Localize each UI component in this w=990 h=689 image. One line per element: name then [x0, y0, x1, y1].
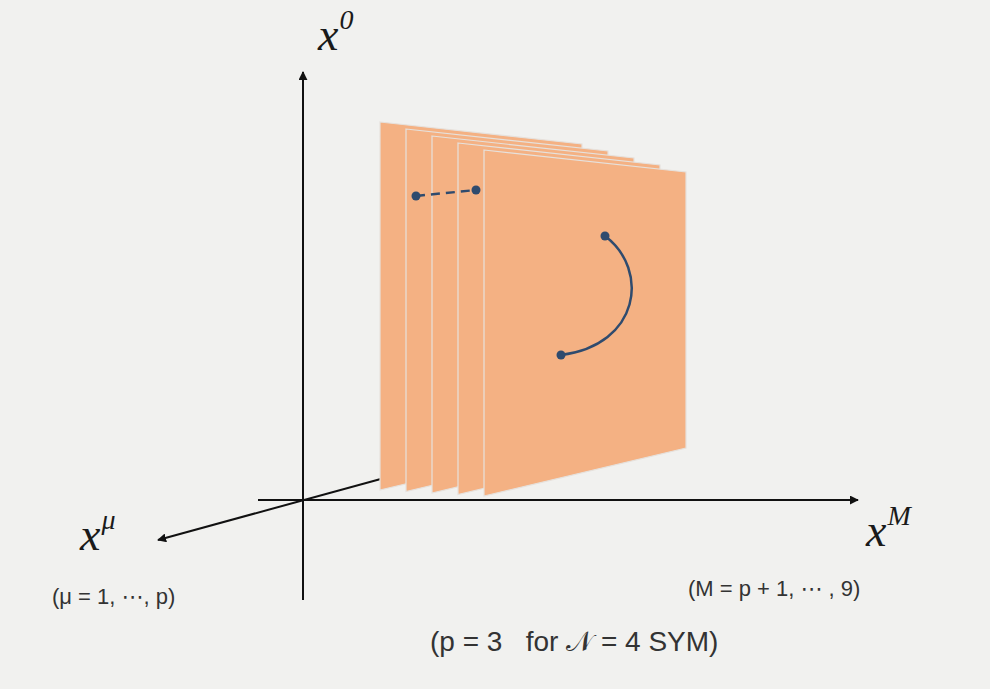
axis-superscript-wrap: 0 — [339, 6, 353, 34]
axis-label-wrap: x — [318, 12, 338, 58]
worldvolume-axis — [158, 477, 388, 540]
axis-label: x — [866, 508, 886, 554]
axis-superscript: μ — [101, 506, 115, 534]
string-endpoint — [412, 192, 421, 201]
axis-label: x — [318, 12, 338, 58]
axis-superscript-wrap: M — [887, 502, 910, 530]
axis-superscript-wrap: μ — [101, 506, 115, 534]
axis-label-wrap: x — [866, 508, 886, 554]
string-endpoint — [472, 186, 481, 195]
axis-superscript: M — [887, 502, 910, 530]
axis-label: x — [80, 512, 100, 558]
brane-stack — [380, 122, 686, 496]
time-axis — [302, 72, 304, 600]
range-note-wrap: (μ = 1, ⋯, p) — [52, 586, 175, 608]
axes — [158, 72, 858, 600]
open-string — [561, 236, 632, 355]
open-strings — [412, 186, 632, 360]
d-brane-plane — [484, 150, 686, 496]
caption-note: (p = 3 for 𝒩 = 4 SYM) — [430, 628, 718, 656]
transverse-axis — [258, 499, 858, 501]
range-note: (M = p + 1, ⋯ , 9) — [688, 578, 860, 600]
axis-superscript: 0 — [339, 6, 353, 34]
caption-note-wrap: (p = 3 for 𝒩 = 4 SYM) — [430, 628, 718, 656]
range-note-wrap: (M = p + 1, ⋯ , 9) — [688, 578, 860, 600]
axis-label-wrap: x — [80, 512, 100, 558]
string-endpoint — [557, 351, 566, 360]
string-endpoint — [601, 232, 610, 241]
range-note: (μ = 1, ⋯, p) — [52, 586, 175, 608]
stretched-string — [416, 190, 476, 196]
